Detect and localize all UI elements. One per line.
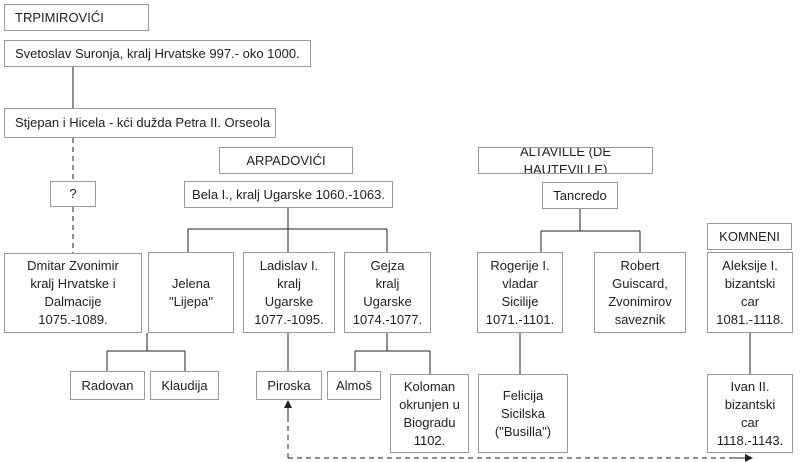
- person-robert: Robert Guiscard, Zvonimirov saveznik: [594, 252, 686, 333]
- label-komneni: KOMNENI: [707, 223, 792, 250]
- person-tancredo: Tancredo: [542, 182, 618, 209]
- person-jelena: Jelena "Lijepa": [148, 252, 234, 333]
- person-ivan: Ivan II. bizantski car 1118.-1143.: [707, 374, 793, 453]
- label-arpadovici: ARPADOVIĆI: [219, 147, 353, 174]
- person-stjepan: Stjepan i Hicela - kći dužda Petra II. O…: [4, 108, 276, 138]
- label-altaville: ALTAVILLE (DE HAUTEVILLE): [478, 147, 653, 174]
- label-trpimirovici: TRPIMIROVIĆI: [4, 4, 149, 31]
- person-ladislav: Ladislav I. kralj Ugarske 1077.-1095.: [243, 252, 335, 333]
- person-gejza: Gejza kralj Ugarske 1074.-1077.: [344, 252, 431, 333]
- person-unknown: ?: [50, 181, 96, 207]
- person-almos: Almoš: [327, 371, 381, 400]
- person-felicija: Felicija Sicilska ("Busilla"): [478, 374, 568, 453]
- person-radovan: Radovan: [70, 371, 145, 400]
- person-rogerije: Rogerije I. vladar Sicilije 1071.-1101.: [477, 252, 563, 333]
- person-koloman: Koloman okrunjen u Biogradu 1102.: [390, 374, 469, 453]
- person-piroska: Piroska: [256, 371, 322, 400]
- person-zvonimir: Dmitar Zvonimir kralj Hrvatske i Dalmaci…: [4, 253, 142, 333]
- person-aleksije: Aleksije I. bizantski car 1081.-1118.: [707, 252, 793, 333]
- person-klaudija: Klaudija: [150, 371, 219, 400]
- person-svetoslav: Svetoslav Suronja, kralj Hrvatske 997.- …: [4, 40, 311, 67]
- person-bela: Bela I., kralj Ugarske 1060.-1063.: [184, 181, 393, 208]
